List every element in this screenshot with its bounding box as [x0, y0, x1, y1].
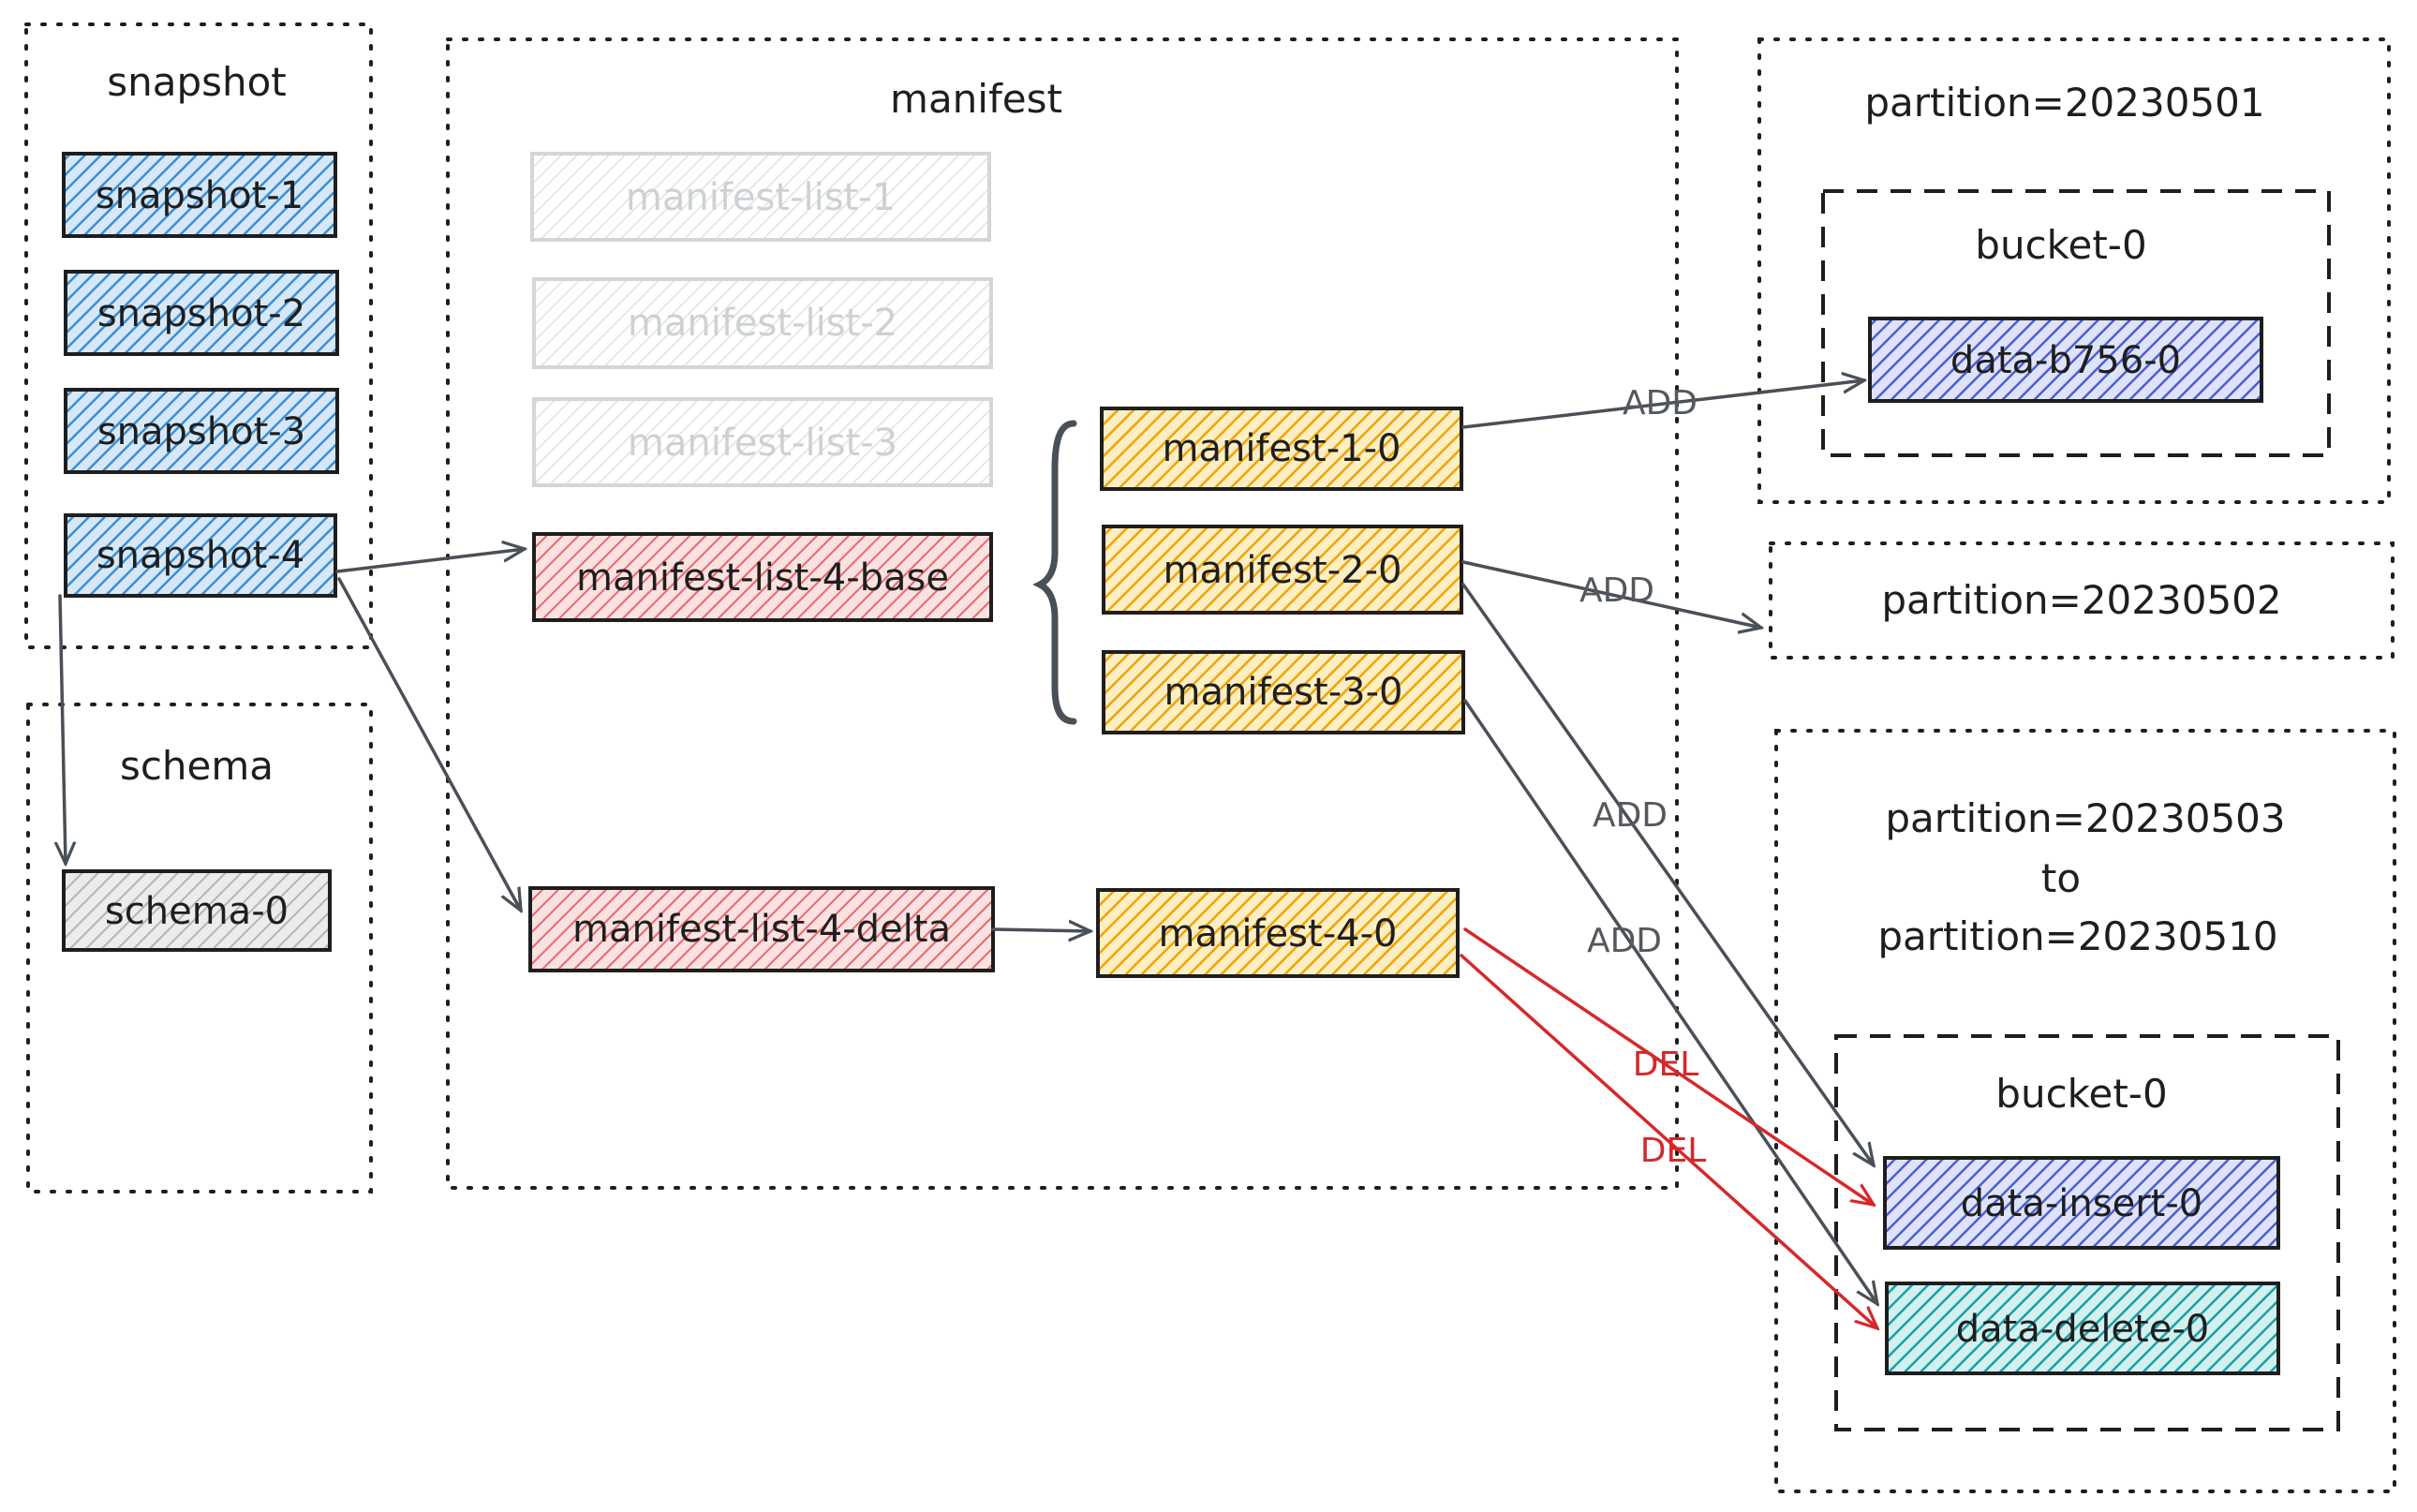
- manifest-group-frame: [446, 37, 1679, 1190]
- schema-0-node[interactable]: [62, 869, 332, 952]
- snapshot-1-label: snapshot-1: [96, 174, 304, 217]
- manifest-3-0-label: manifest-3-0: [1164, 671, 1403, 714]
- partition-20230502-title: partition=20230502: [1881, 577, 2281, 623]
- schema-group-title: schema: [120, 743, 274, 789]
- add-label-4: ADD: [1587, 922, 1662, 960]
- data-b756-0-node[interactable]: [1868, 317, 2263, 403]
- edge-manifest40-del-delete: [1460, 954, 1877, 1328]
- manifest-list-4-delta-label: manifest-list-4-delta: [572, 908, 951, 951]
- add-label-3: ADD: [1593, 796, 1668, 835]
- partition-range-title-line2: to: [2041, 855, 2081, 901]
- data-delete-0-node[interactable]: [1885, 1282, 2280, 1375]
- partition-20230502-frame: [1769, 541, 2395, 660]
- snapshot-2-label: snapshot-2: [97, 292, 305, 335]
- schema-0-label: schema-0: [105, 890, 289, 933]
- manifest-list-2-label: manifest-list-2: [628, 302, 897, 345]
- snapshot-group-frame: [24, 22, 373, 649]
- manifest-2-0-node[interactable]: [1102, 525, 1463, 615]
- manifest-list-2-node[interactable]: [532, 277, 993, 369]
- snapshot-4-label: snapshot-4: [96, 534, 304, 577]
- data-insert-0-label: data-insert-0: [1961, 1182, 2202, 1225]
- manifest-2-0-label: manifest-2-0: [1164, 549, 1402, 592]
- manifest-3-0-node[interactable]: [1102, 650, 1465, 734]
- bucket-title-top: bucket-0: [1975, 222, 2146, 268]
- snapshot-3-node[interactable]: [64, 388, 339, 474]
- manifest-4-0-node[interactable]: [1096, 888, 1460, 978]
- partition-20230501-frame: [1757, 37, 2391, 504]
- edge-manifest20-to-partition2: [1461, 560, 1761, 628]
- edge-delta-to-manifest40: [991, 929, 1090, 931]
- manifest-4-0-label: manifest-4-0: [1159, 912, 1398, 956]
- schema-group-frame: [26, 703, 373, 1193]
- bucket-frame-bottom: [1834, 1034, 2340, 1431]
- edge-manifest20-to-insert: [1461, 583, 1874, 1165]
- manifest-list-3-label: manifest-list-3: [628, 422, 897, 465]
- partition-range-frame: [1774, 729, 2396, 1493]
- partition-20230501-title: partition=20230501: [1864, 80, 2264, 126]
- snapshot-4-node[interactable]: [64, 513, 337, 598]
- edge-manifest30-to-delete: [1463, 699, 1877, 1304]
- partition-range-title-line3: partition=20230510: [1877, 913, 2277, 959]
- snapshot-2-node[interactable]: [64, 270, 339, 356]
- curly-brace-connector: [1032, 420, 1077, 725]
- manifest-list-4-base-node[interactable]: [532, 532, 993, 622]
- edge-manifest40-del-insert: [1463, 927, 1874, 1205]
- edge-snapshot4-to-delta: [337, 577, 521, 911]
- add-label-1: ADD: [1623, 384, 1698, 422]
- edge-manifest10-to-b756: [1461, 380, 1864, 429]
- snapshot-group-title: snapshot: [107, 59, 287, 105]
- add-label-2: ADD: [1579, 571, 1654, 610]
- snapshot-3-label: snapshot-3: [97, 410, 305, 453]
- bucket-title-bottom: bucket-0: [1995, 1071, 2167, 1117]
- manifest-1-0-label: manifest-1-0: [1163, 427, 1401, 470]
- manifest-list-3-node[interactable]: [532, 397, 993, 487]
- del-label-2: DEL: [1640, 1132, 1707, 1170]
- manifest-group-title: manifest: [890, 76, 1062, 122]
- manifest-1-0-node[interactable]: [1100, 407, 1463, 491]
- data-delete-0-label: data-delete-0: [1956, 1308, 2209, 1351]
- data-b756-0-label: data-b756-0: [1950, 339, 2181, 382]
- manifest-list-1-node[interactable]: [530, 152, 991, 242]
- partition-range-title-line1: partition=20230503: [1885, 795, 2285, 841]
- del-label-1: DEL: [1633, 1045, 1699, 1084]
- manifest-list-1-label: manifest-list-1: [626, 176, 896, 219]
- edge-snapshot4-to-schema: [60, 594, 66, 864]
- manifest-list-4-base-label: manifest-list-4-base: [576, 556, 949, 600]
- edge-snapshot4-to-base: [335, 549, 525, 573]
- bucket-frame-top: [1821, 189, 2331, 457]
- snapshot-1-node[interactable]: [62, 152, 337, 238]
- data-insert-0-node[interactable]: [1883, 1156, 2280, 1250]
